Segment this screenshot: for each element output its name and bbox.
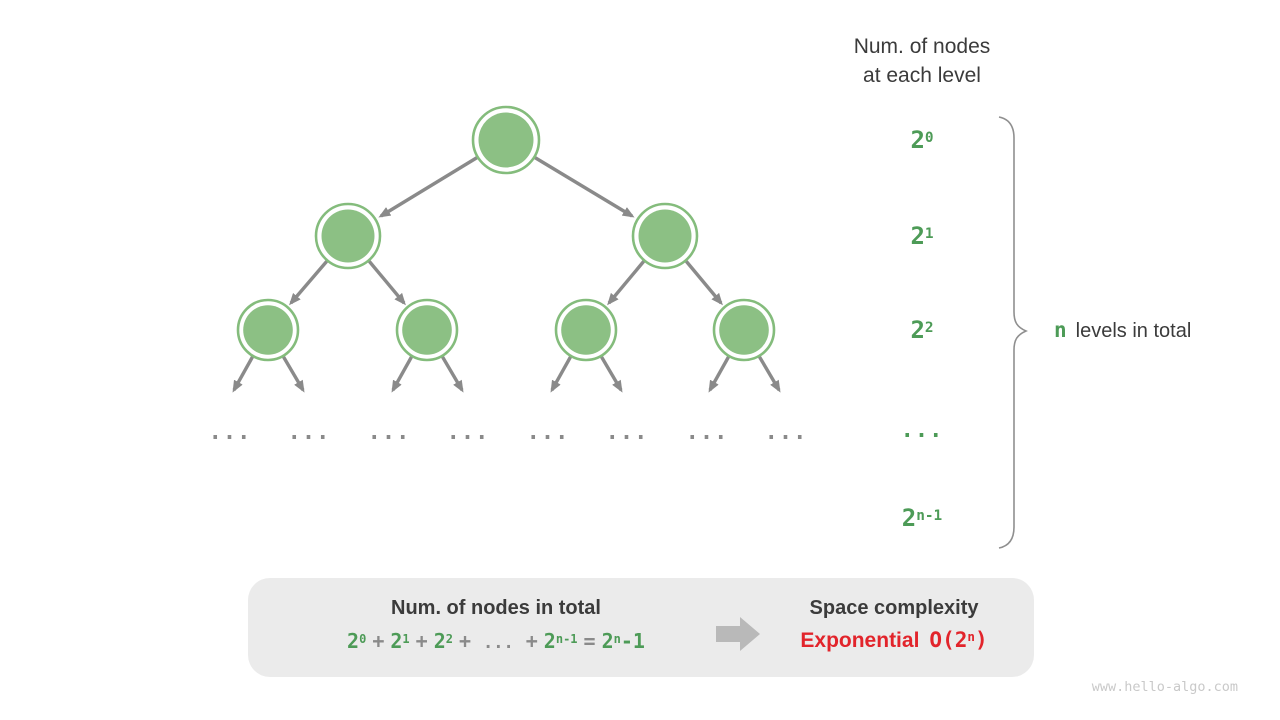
level-label-0: 20: [910, 126, 934, 154]
level-label-n-1: 2n-1: [901, 504, 943, 532]
tree-ellipsis: ...: [367, 420, 411, 445]
formula-result: 2n-1: [601, 629, 645, 653]
edge-arrow: [550, 355, 573, 393]
tree-node: [631, 202, 699, 270]
level-label-2: 22: [910, 316, 934, 344]
edge-arrow: [599, 355, 623, 393]
tree-node: [236, 298, 300, 362]
tree-node: [712, 298, 776, 362]
edge-arrow: [708, 355, 731, 393]
column-header: Num. of nodes at each level: [800, 32, 1044, 90]
tree-ellipsis: ...: [208, 420, 252, 445]
edge-arrow: [607, 259, 646, 306]
complexity-word: Exponential: [800, 629, 920, 652]
edge-arrow: [684, 259, 723, 306]
n-symbol: n: [1054, 318, 1067, 342]
edge-arrow: [378, 155, 479, 218]
summary-box: Num. of nodes in total 20+21+22+...+2n-1…: [248, 578, 1034, 677]
total-nodes-section: Num. of nodes in total 20+21+22+...+2n-1…: [262, 595, 730, 657]
edge-arrow: [281, 355, 305, 393]
formula-term: 20: [347, 629, 367, 653]
tree-ellipsis: ...: [764, 420, 808, 445]
node-count-formula: 20+21+22+...+2n-1=2n-1: [347, 629, 645, 653]
edge-arrow: [232, 355, 255, 393]
tree-node: [314, 202, 382, 270]
tree-ellipsis: ...: [685, 420, 729, 445]
level-label-ellipsis: ...: [900, 418, 944, 443]
column-header-line2: at each level: [863, 64, 981, 87]
edge-arrow: [533, 155, 635, 218]
space-complexity-title: Space complexity: [809, 597, 979, 619]
levels-brace: [998, 116, 1028, 549]
edge-arrow: [367, 259, 406, 306]
total-nodes-title: Num. of nodes in total: [391, 597, 601, 619]
tree-node: [554, 298, 618, 362]
edge-arrow: [757, 355, 781, 393]
tree-edges: [232, 155, 781, 393]
tree-ellipsis: ...: [446, 420, 490, 445]
tree-ellipsis: ...: [605, 420, 649, 445]
brace-caption-text: levels in total: [1075, 320, 1192, 342]
formula-term: 21: [390, 629, 410, 653]
tree-ellipsis: ...: [287, 420, 331, 445]
site-watermark: www.hello-algo.com: [1091, 679, 1238, 695]
edge-arrow: [440, 355, 464, 393]
edge-arrow: [289, 259, 329, 306]
formula-term: 22: [433, 629, 453, 653]
formula-term: 2n-1: [543, 629, 578, 653]
column-header-line1: Num. of nodes: [853, 35, 991, 58]
tree-nodes: [236, 105, 776, 362]
complexity-value: Exponential O(2n): [760, 627, 1028, 656]
tree-node: [471, 105, 541, 175]
edge-arrow: [391, 355, 414, 393]
tree-node: [395, 298, 459, 362]
tree-ellipsis: ...: [526, 420, 570, 445]
brace-caption: n levels in total: [1054, 316, 1191, 345]
big-o-notation: O(2n): [929, 628, 988, 652]
space-complexity-section: Space complexity Exponential O(2n): [760, 595, 1028, 656]
implies-arrow-icon: [716, 617, 760, 651]
level-label-1: 21: [910, 222, 934, 250]
